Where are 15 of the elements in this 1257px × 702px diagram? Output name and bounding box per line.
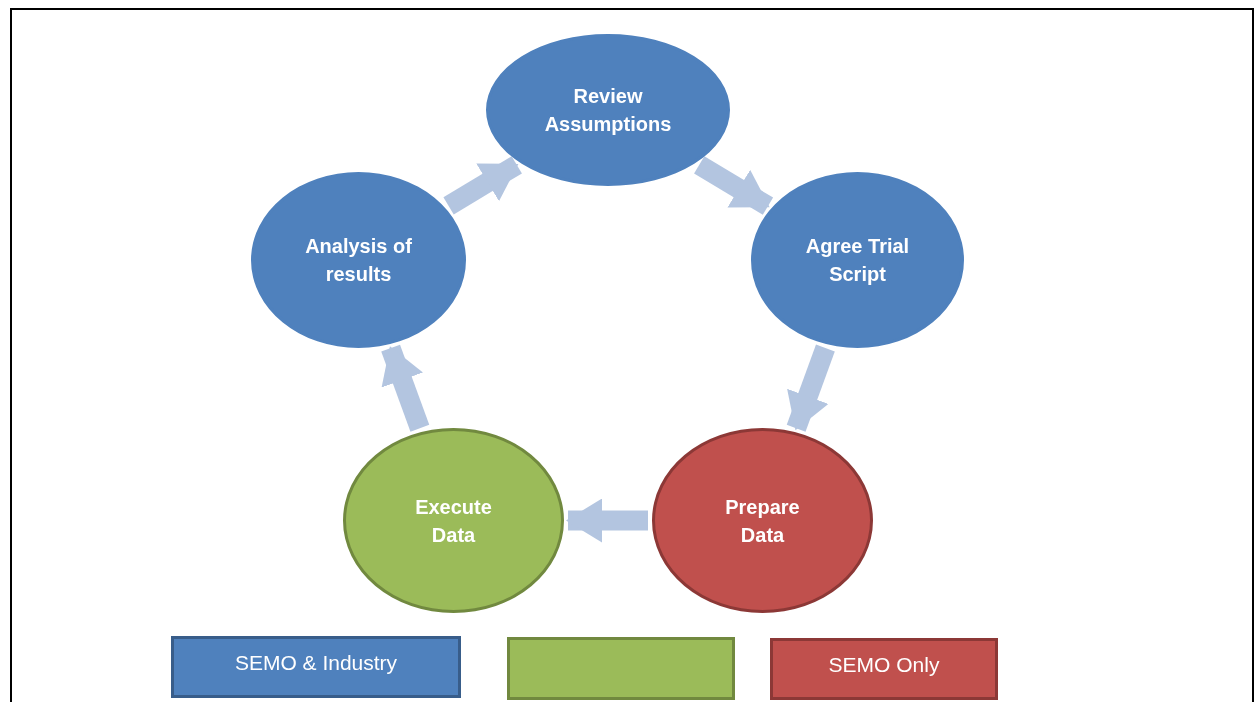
circle-label: Review Assumptions [543, 84, 673, 137]
legend-box [171, 636, 461, 698]
circle-label: Execute Data [414, 494, 493, 548]
block-arrow [381, 344, 430, 432]
circle-label: Analysis of results [304, 234, 413, 287]
block-arrow [443, 156, 522, 215]
block-arrow [786, 344, 835, 432]
circle-label: Agree Trial Script [804, 234, 911, 287]
circle-label: Prepare Data [724, 494, 801, 548]
box-label: SEMO & Industry [234, 650, 398, 677]
legend-box [770, 638, 998, 700]
block-arrow [566, 498, 648, 543]
box-label: SEMO Only [828, 652, 940, 679]
block-arrow [694, 156, 774, 215]
legend-box [507, 637, 735, 700]
